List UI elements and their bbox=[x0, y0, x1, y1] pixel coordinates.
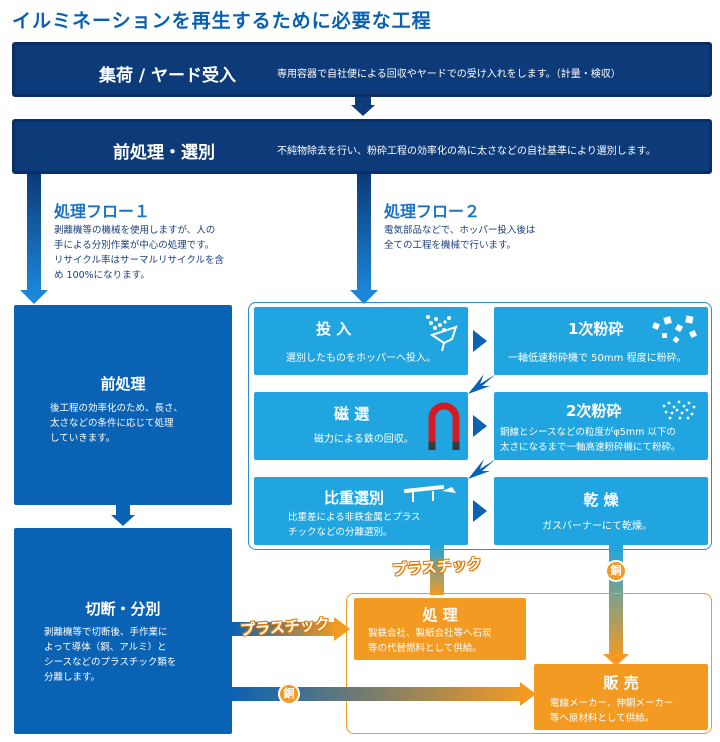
gravity-line: チックなどの分離選別。 bbox=[288, 527, 393, 538]
box-process: 処 理 製鉄会社、製紙会社等へ石炭 等の代替燃料として供給。 bbox=[354, 598, 526, 660]
magnet-icon bbox=[424, 398, 464, 458]
box-dry: 乾 燥 ガスバーナーにて乾燥。 bbox=[494, 477, 708, 545]
page-title: イルミネーションを再生するために必要な工程 bbox=[12, 10, 432, 32]
sale-line: 等へ原材料として供給。 bbox=[550, 713, 655, 724]
dry-desc: ガスバーナーにて乾燥。 bbox=[542, 521, 652, 532]
arrow-crush2-to-gravity bbox=[464, 457, 500, 487]
box-pretreat: 前処理 後工程の効率化のため、長さ、 太さなどの条件に応じて処理 していきます。 bbox=[14, 305, 232, 505]
arrow-collect-to-pre bbox=[355, 97, 371, 107]
crush2-name: 2次粉砕 bbox=[566, 402, 622, 420]
toyu-name: 投 入 bbox=[316, 320, 352, 338]
flow1-connector bbox=[27, 174, 41, 292]
flow2-line: 全ての工程を機械で行います。 bbox=[384, 240, 517, 251]
box-sale: 販 売 電線メーカー、伸銅メーカー 等へ原材料として供給。 bbox=[534, 664, 708, 730]
flow2-connector bbox=[357, 174, 371, 292]
magnet-name: 磁 選 bbox=[334, 405, 370, 423]
cutting-line: シースなどのプラスチック類を bbox=[44, 657, 177, 668]
step-pre-name: 前処理・選別 bbox=[113, 143, 215, 163]
copper-flow-arrowhead bbox=[603, 654, 629, 666]
flow1-line: 手による分別作業が中心の処理です。 bbox=[54, 240, 215, 251]
toyu-desc: 選別したものをホッパーへ投入。 bbox=[286, 353, 436, 364]
dry-name: 乾 燥 bbox=[583, 491, 619, 509]
flow1-line: リサイクル率はサーマルリサイクルを含 bbox=[54, 255, 225, 266]
crush2-text: 銅線とシースなどの粒度がφ5mm 以下の 太さになるまで一軸高速粉砕機にて粉砕。 bbox=[500, 425, 681, 455]
arrow-gravity-to-dry bbox=[473, 500, 487, 522]
flow1-line: 剥離機等の機械を使用しますが、人の bbox=[54, 225, 216, 236]
box-toyu: 投 入 選別したものをホッパーへ投入。 bbox=[254, 307, 468, 375]
copper-label-horizontal: 銅 bbox=[278, 683, 300, 705]
flow2-arrowhead bbox=[350, 290, 378, 304]
gravity-text: 比重差による非鉄金属とプラス チックなどの分離選別。 bbox=[288, 510, 421, 540]
machine-area bbox=[248, 302, 712, 550]
crush2-line: 銅線とシースなどの粒度がφ5mm 以下の bbox=[500, 427, 676, 438]
pretreat-line: していきます。 bbox=[50, 433, 116, 444]
sale-line: 電線メーカー、伸銅メーカー bbox=[550, 698, 674, 709]
output-area bbox=[346, 593, 712, 734]
separator-icon bbox=[402, 483, 458, 509]
plastic-label-horizontal: プラスチック bbox=[239, 614, 331, 640]
arrowhead-pretreat-to-cut bbox=[111, 515, 135, 526]
box-cutting: 切断・分別 剥離機等で切断後、手作業に よって導体（銅、アルミ）と シースなどの… bbox=[14, 528, 232, 734]
pretreat-line: 太さなどの条件に応じて処理 bbox=[50, 418, 174, 429]
plastic-label-vertical: プラスチック bbox=[391, 554, 483, 580]
box-magnet: 磁 選 磁力による鉄の回収。 bbox=[254, 392, 468, 460]
crush1-name: 1次粉砕 bbox=[568, 320, 624, 338]
cutting-name: 切断・分別 bbox=[85, 600, 161, 618]
pretreat-text: 後工程の効率化のため、長さ、 太さなどの条件に応じて処理 していきます。 bbox=[50, 401, 183, 446]
cutting-line: よって導体（銅、アルミ）と bbox=[44, 642, 167, 653]
hopper-icon bbox=[422, 313, 462, 357]
step-collect-name: 集荷 / ヤード受入 bbox=[99, 66, 237, 86]
plastic-flow-line bbox=[430, 545, 444, 595]
box-crush1: 1次粉砕 一軸低速粉砕機で 50mm 程度に粉砕。 bbox=[494, 307, 708, 375]
magnet-desc: 磁力による鉄の回収。 bbox=[314, 434, 414, 445]
pretreat-name: 前処理 bbox=[100, 375, 146, 393]
flow2-heading: 処理フロー２ bbox=[384, 202, 481, 221]
crushed-pieces-icon bbox=[650, 313, 702, 351]
flow1-line: め 100%になります。 bbox=[54, 270, 150, 281]
sale-name: 販 売 bbox=[603, 674, 639, 692]
fine-particles-icon bbox=[660, 398, 698, 426]
arrowhead-collect-to-pre bbox=[351, 105, 375, 116]
process-text: 製鉄会社、製紙会社等へ石炭 等の代替燃料として供給。 bbox=[368, 626, 492, 656]
plastic-horizontal-flow bbox=[232, 622, 336, 636]
flow1-text: 剥離機等の機械を使用しますが、人の 手による分別作業が中心の処理です。 リサイク… bbox=[54, 223, 254, 283]
crush2-line: 太さになるまで一軸高速粉砕機にて粉砕。 bbox=[500, 442, 681, 453]
gravity-line: 比重差による非鉄金属とプラス bbox=[288, 512, 421, 523]
step-pre: 前処理・選別 不純物除去を行い、粉砕工程の効率化の為に太さなどの自社基準により選… bbox=[12, 119, 712, 174]
cutting-text: 剥離機等で切断後、手作業に よって導体（銅、アルミ）と シースなどのプラスチック… bbox=[44, 625, 176, 685]
flow2-text: 電気部品などで、ホッパー投入後は 全ての工程を機械で行います。 bbox=[384, 223, 604, 253]
copper-horizontal-arrowhead bbox=[520, 682, 536, 706]
step-pre-desc: 不純物除去を行い、粉砕工程の効率化の為に太さなどの自社基準により選別します。 bbox=[277, 146, 656, 157]
process-line: 等の代替燃料として供給。 bbox=[368, 643, 482, 654]
flow2-line: 電気部品などで、ホッパー投入後は bbox=[384, 225, 536, 236]
arrow-pretreat-to-cut bbox=[116, 505, 130, 517]
sale-text: 電線メーカー、伸銅メーカー 等へ原材料として供給。 bbox=[550, 696, 673, 726]
process-line: 製鉄会社、製紙会社等へ石炭 bbox=[368, 628, 492, 639]
plastic-horizontal-arrowhead bbox=[334, 617, 350, 641]
cutting-line: 剥離機等で切断後、手作業に bbox=[44, 627, 168, 638]
step-collect-desc: 専用容器で自社便による回収やヤードでの受け入れをします。（計量・検収） bbox=[277, 69, 621, 80]
box-gravity: 比重選別 比重差による非鉄金属とプラス チックなどの分離選別。 bbox=[254, 477, 468, 545]
arrow-toyu-to-crush1 bbox=[473, 330, 487, 352]
box-crush2: 2次粉砕 銅線とシースなどの粒度がφ5mm 以下の 太さになるまで一軸高速粉砕機… bbox=[494, 392, 708, 460]
arrow-magnet-to-crush2 bbox=[473, 415, 487, 437]
flow1-heading: 処理フロー１ bbox=[54, 202, 151, 221]
pretreat-line: 後工程の効率化のため、長さ、 bbox=[50, 403, 184, 414]
crush1-desc: 一軸低速粉砕機で 50mm 程度に粉砕。 bbox=[508, 353, 687, 364]
gravity-name: 比重選別 bbox=[324, 489, 385, 507]
process-name: 処 理 bbox=[422, 606, 458, 624]
arrow-crush1-to-magnet bbox=[464, 372, 500, 402]
cutting-line: 分離します。 bbox=[44, 672, 101, 683]
step-collect: 集荷 / ヤード受入 専用容器で自社便による回収やヤードでの受け入れをします。（… bbox=[12, 42, 712, 97]
flow1-arrowhead bbox=[20, 290, 48, 304]
copper-horizontal-flow bbox=[232, 687, 522, 701]
copper-label-vertical: 銅 bbox=[605, 560, 627, 582]
